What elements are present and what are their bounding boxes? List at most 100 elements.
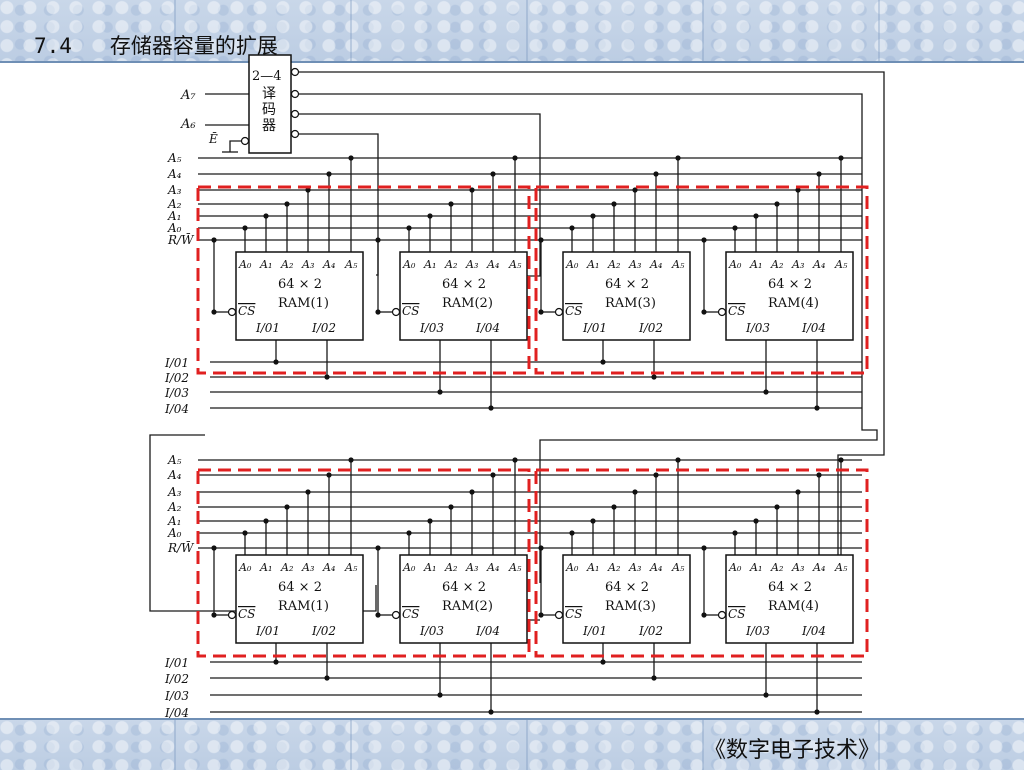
junction-dot [242,225,248,231]
junction-dot [814,405,820,411]
junction-dot [263,518,269,524]
junction-dot [348,155,354,161]
bus-label: A₅ [167,151,182,165]
junction-dot [600,359,606,365]
header-band [0,0,1024,63]
chip-size: 64 × 2 [278,580,322,595]
junction-dot [284,201,290,207]
junction-dot [263,213,269,219]
chip-pin-label: A₅ [508,258,522,271]
chip-pin-label: A₄ [649,258,662,271]
bus-label: A₄ [167,468,182,482]
bus-label: A₅ [167,453,182,467]
junction-dot [569,225,575,231]
junction-dot [675,457,681,463]
junction-dot [653,171,659,177]
junction-dot [211,237,217,243]
chip-io-right: I/02 [311,624,336,638]
chip-cs-label: CS [565,304,582,318]
chip-pin-label: A₄ [812,258,825,271]
chip-io-right: I/04 [801,321,826,335]
junction-dot [653,472,659,478]
junction-dot [701,237,707,243]
junction-dot [814,709,820,715]
junction-dot [838,457,844,463]
junction-dot [469,489,475,495]
chip-name: RAM(2) [442,296,493,311]
chip-pin-label: A₃ [465,258,478,271]
junction-dot [324,675,330,681]
junction-dot [324,374,330,380]
junction-dot [242,530,248,536]
chip-io-left: I/03 [419,321,444,335]
chip-pin-label: A₂ [770,561,783,574]
bus-label: A₀ [167,526,182,540]
junction-dot [651,675,657,681]
bus-label: A₄ [167,167,182,181]
chip-cs-label: CS [728,304,745,318]
junction-dot [437,389,443,395]
footer-band [0,718,1024,770]
chip-pin-label: A₂ [607,561,620,574]
junction-dot [651,374,657,380]
chip-io-left: I/01 [582,624,607,638]
chip-pin-label: A₀ [565,258,579,271]
chip-pin-label: A₀ [728,258,742,271]
chip-size: 64 × 2 [768,580,812,595]
course-title: 《数字电子技术》 [704,738,881,763]
chip-pin-label: A₀ [402,561,416,574]
chip-size: 64 × 2 [768,277,812,292]
chip-pin-label: A₂ [280,258,293,271]
junction-dot [538,237,544,243]
junction-dot [273,659,279,665]
junction-dot [763,692,769,698]
chip-pin-label: A₃ [628,561,641,574]
junction-dot [538,309,544,315]
junction-dot [611,201,617,207]
io-bus-label: I/01 [164,356,189,370]
junction-dot [512,155,518,161]
decoder-name-char-2: 码 [262,102,276,118]
junction-dot [838,155,844,161]
junction-dot [774,504,780,510]
junction-dot [469,187,475,193]
junction-dot [375,545,381,551]
junction-dot [284,504,290,510]
chip-pin-label: A₂ [444,561,457,574]
dashed-highlight-box [196,468,531,658]
junction-dot [632,187,638,193]
chip-name: RAM(4) [768,296,819,311]
junction-dot [488,709,494,715]
chip-io-left: I/01 [255,624,280,638]
chip-pin-label: A₄ [812,561,825,574]
io-bus-label: I/04 [164,402,189,416]
chip-io-right: I/04 [475,624,500,638]
chip-cs-label: CS [402,607,419,621]
junction-dot [406,225,412,231]
chip-pin-label: A₁ [259,258,272,271]
chip-pin-label: A₁ [259,561,272,574]
junction-dot [774,201,780,207]
decoder-2-4: 2—4 译 码 器 A₇ A₆ Ē [180,54,300,154]
chip-pin-label: A₅ [671,561,685,574]
chip-size: 64 × 2 [278,277,322,292]
dashed-highlight-box [534,185,869,375]
junction-dot [406,530,412,536]
chip-io-left: I/03 [745,321,770,335]
io-bus-label: I/03 [164,689,189,703]
bus-label: R/W̄ [167,540,195,555]
chip-pin-label: A₃ [465,561,478,574]
junction-dot [753,213,759,219]
junction-dot [816,472,822,478]
chip-io-left: I/01 [582,321,607,335]
chip-pin-label: A₂ [607,258,620,271]
chip-pin-label: A₄ [486,561,499,574]
junction-dot [632,489,638,495]
chip-pin-label: A₅ [344,561,358,574]
chip-pin-label: A₀ [238,561,252,574]
bus-label: A₃ [167,183,182,197]
